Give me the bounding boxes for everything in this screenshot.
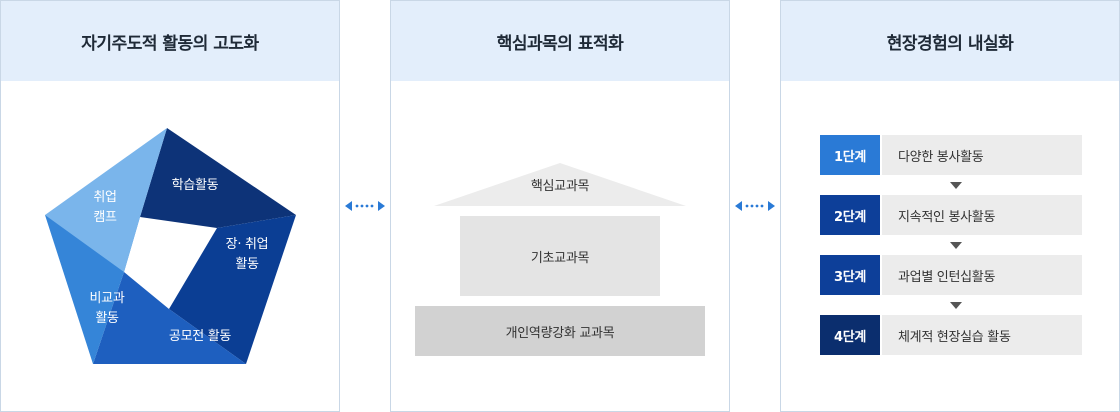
panel-title: 핵심과목의 표적화 xyxy=(391,1,729,81)
step-text: 체계적 현장실습 활동 xyxy=(882,315,1082,355)
segment-label: 학습활동 xyxy=(171,178,219,193)
segment-label: 취업 캠프 xyxy=(93,190,117,225)
step-1: 1단계 다양한 봉사활동 xyxy=(820,135,1082,175)
segment-job xyxy=(169,215,296,364)
connector-arrow xyxy=(735,201,775,211)
step-text: 과업별 인턴십활동 xyxy=(882,255,1082,295)
pentagon-diagram: 학습활동 장· 취업 활동 공모전 활동 비교과 활동 취업 캠프 xyxy=(0,80,340,410)
panel-title: 자기주도적 활동의 고도화 xyxy=(1,1,339,81)
segment-label: 비교과 활동 xyxy=(89,291,125,326)
step-badge: 3단계 xyxy=(820,255,880,295)
pyramid-base-label: 개인역량강화 교과목 xyxy=(505,325,615,341)
segment-label: 공모전 활동 xyxy=(168,329,232,344)
step-2: 2단계 지속적인 봉사활동 xyxy=(820,195,1082,235)
pyramid-top-label: 핵심교과목 xyxy=(530,179,590,194)
step-text: 지속적인 봉사활동 xyxy=(882,195,1082,235)
step-3: 3단계 과업별 인턴십활동 xyxy=(820,255,1082,295)
pyramid-middle: 기초교과목 xyxy=(460,216,660,296)
pyramid-top-shape xyxy=(434,163,686,206)
step-badge: 1단계 xyxy=(820,135,880,175)
pyramid-top xyxy=(434,163,686,206)
connector-arrow xyxy=(345,201,385,211)
step-text: 다양한 봉사활동 xyxy=(882,135,1082,175)
segment-job-camp xyxy=(45,128,167,272)
panel-title: 현장경험의 내실화 xyxy=(781,1,1119,81)
pentagon-svg xyxy=(45,128,296,364)
down-arrow-icon xyxy=(950,302,962,309)
down-arrow-icon xyxy=(950,242,962,249)
down-arrow-icon xyxy=(950,182,962,189)
pyramid-base: 개인역량강화 교과목 xyxy=(415,306,705,356)
step-4: 4단계 체계적 현장실습 활동 xyxy=(820,315,1082,355)
segment-contest xyxy=(93,272,246,364)
segment-label: 장· 취업 활동 xyxy=(225,237,269,272)
step-badge: 4단계 xyxy=(820,315,880,355)
step-badge: 2단계 xyxy=(820,195,880,235)
pyramid-middle-label: 기초교과목 xyxy=(530,250,590,266)
segment-study xyxy=(140,128,296,228)
